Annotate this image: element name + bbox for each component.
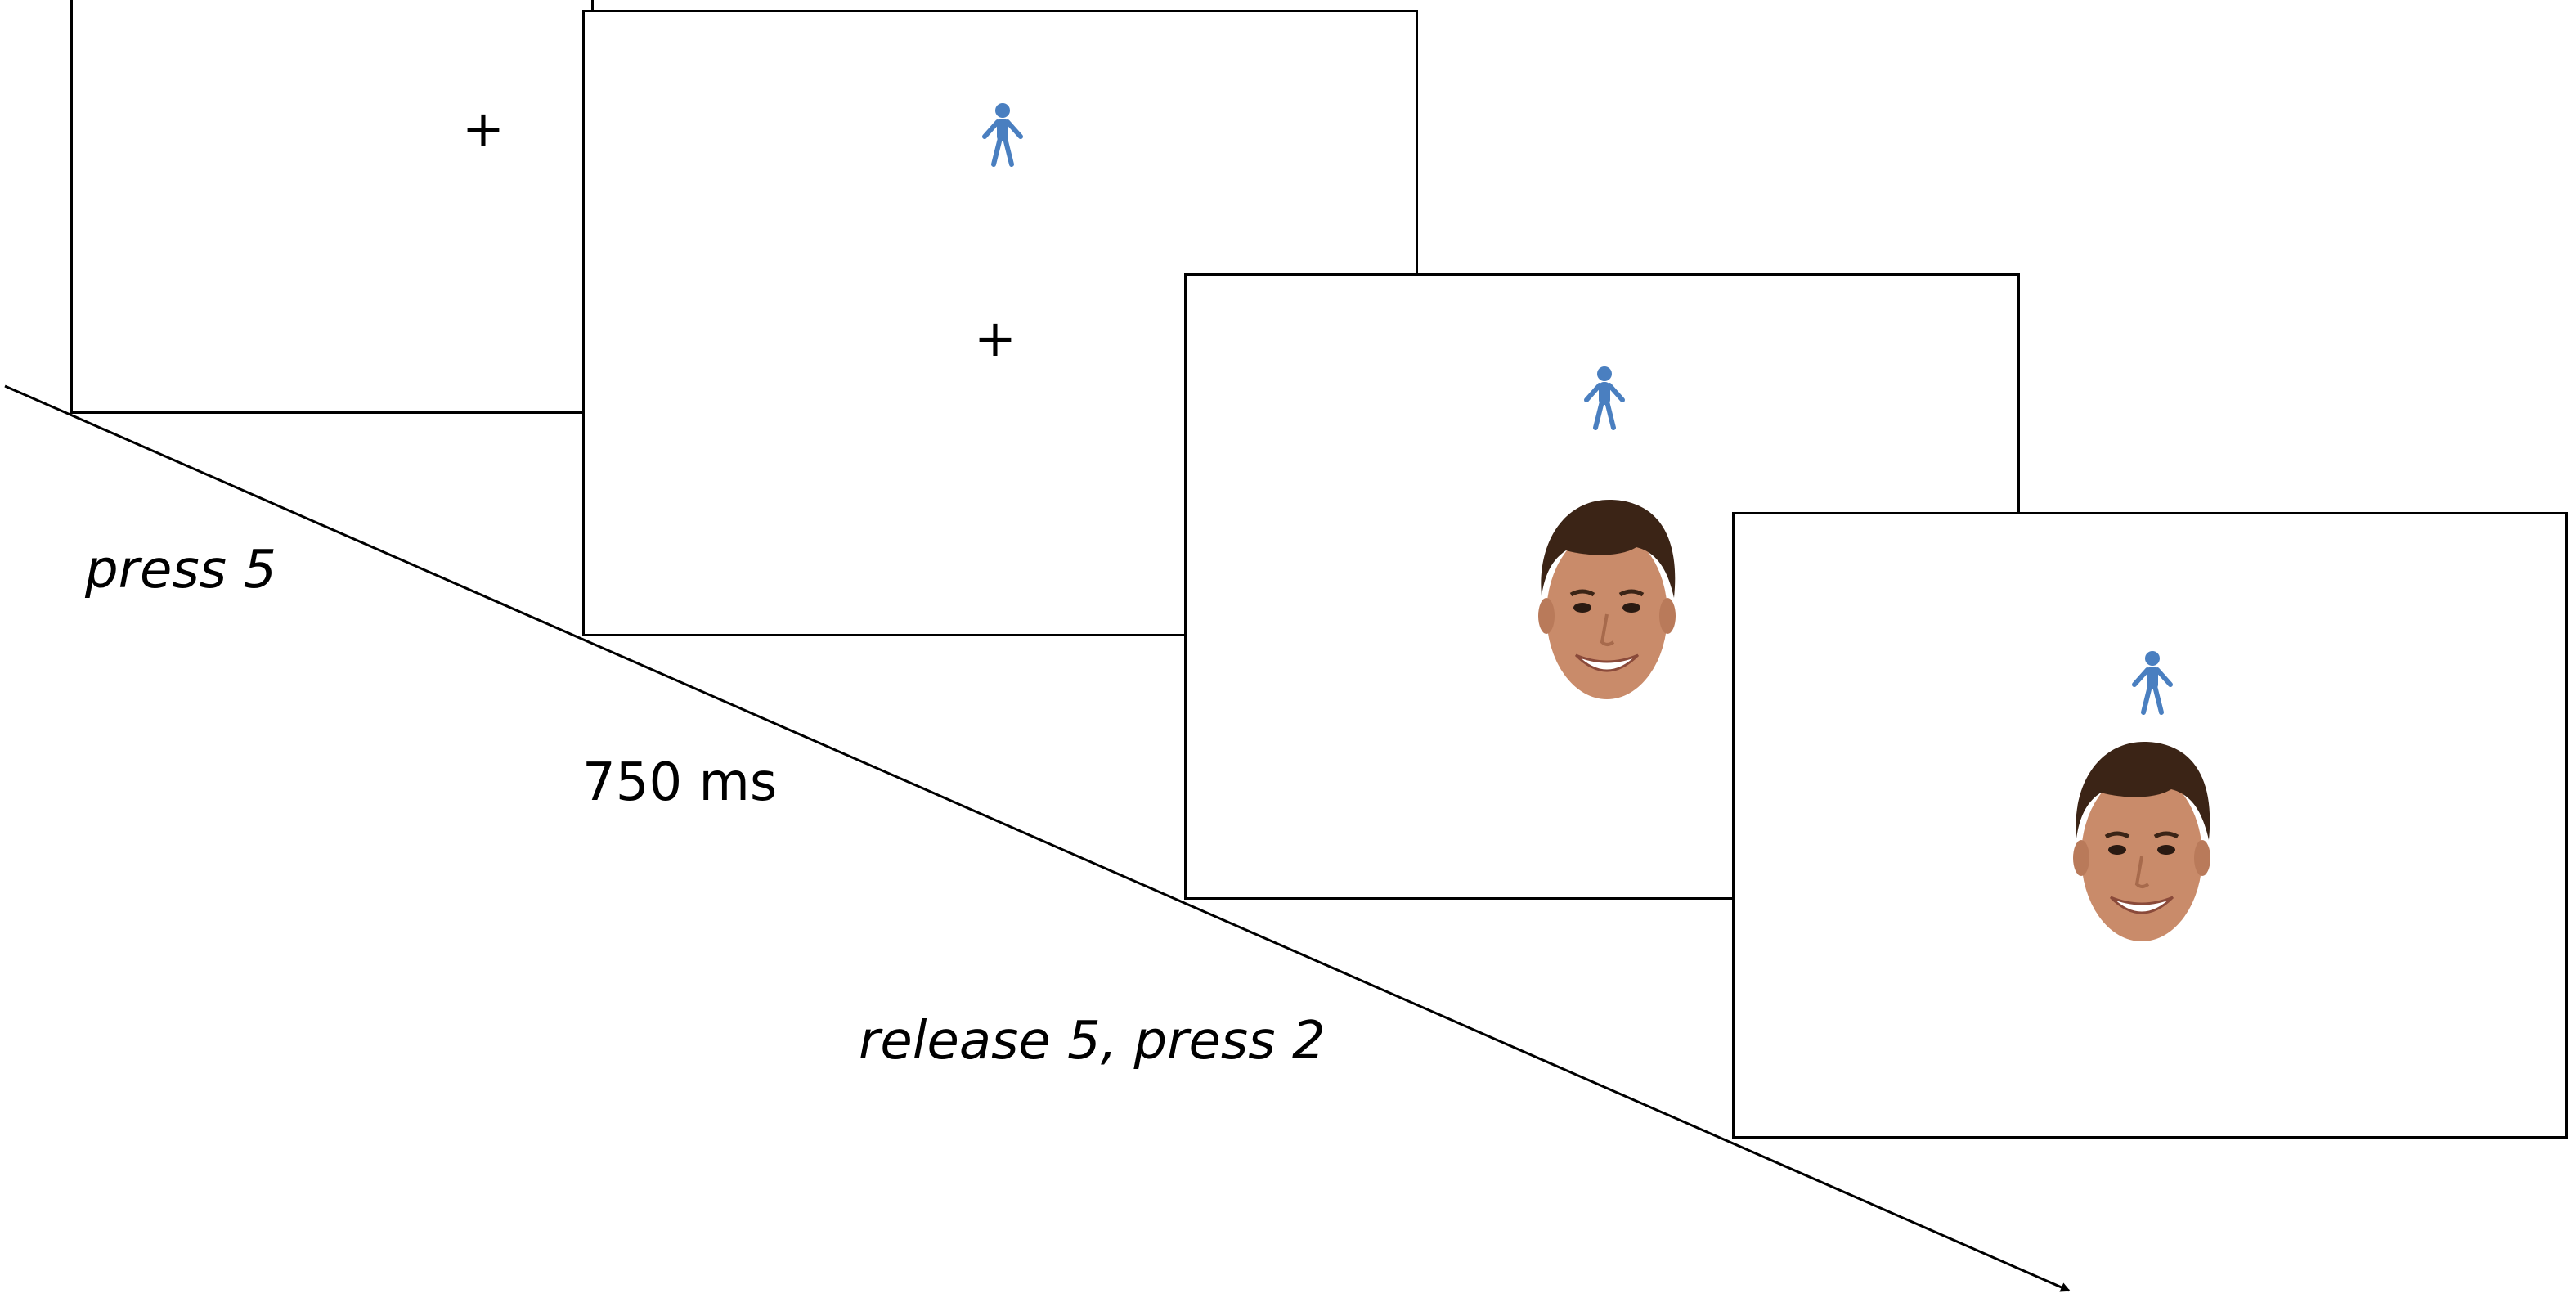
smiling-face-photo: [1538, 499, 1676, 699]
step-label-release-press: release 5, press 2: [859, 1011, 1326, 1071]
fixation-cross: +: [462, 99, 505, 159]
step-label-750ms: 750 ms: [582, 752, 778, 813]
person-figure-icon: [1584, 366, 1625, 430]
time-axis-line: [4, 384, 2071, 1292]
fixation-cross: +: [974, 308, 1016, 368]
screen-figure-face: [1732, 512, 2568, 1139]
step-label-press-5: press 5: [85, 540, 277, 600]
screen-fixation: +: [70, 0, 594, 414]
person-figure-icon: [2132, 651, 2173, 715]
smiling-face-photo: [2073, 741, 2210, 941]
person-figure-icon: [982, 103, 1023, 167]
